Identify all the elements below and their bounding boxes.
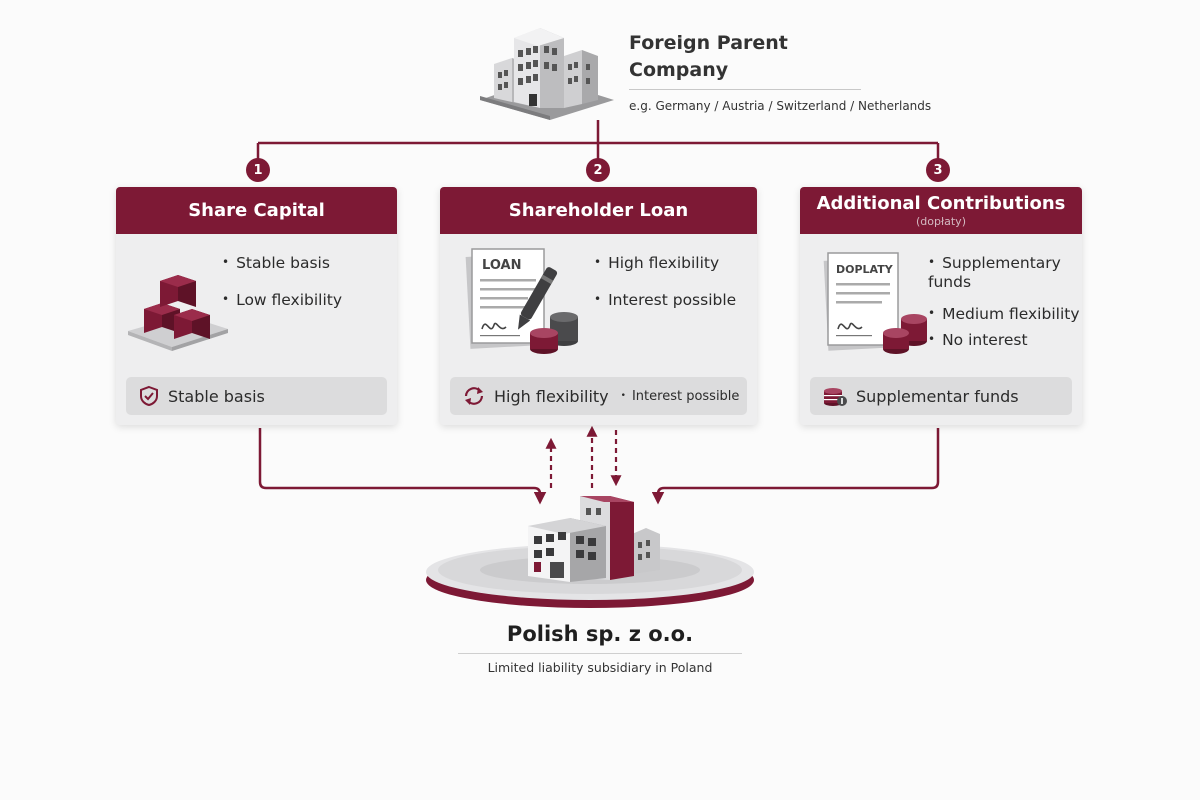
subsidiary-title: Polish sp. z o.o. — [506, 622, 694, 646]
document-label: DOPLATY — [836, 263, 894, 276]
shield-check-icon — [140, 385, 158, 407]
bullet-item: Stable basis — [222, 253, 342, 273]
card-title: Shareholder Loan — [508, 199, 689, 221]
card-bullet-list: Supplementary funds Medium flexibility N… — [928, 253, 1080, 350]
summary-pill: Supplementar funds — [810, 377, 1072, 415]
pill-label: Supplementar funds — [856, 386, 1019, 406]
card-header: Shareholder Loan — [440, 187, 757, 234]
card-share-capital: Share Capital Stable basis Low flexibili… — [116, 187, 397, 425]
subsidiary-description: Limited liability subsidiary in Poland — [487, 660, 713, 675]
pill-extra-label: Interest possible — [621, 389, 739, 404]
card-title: Additional Contributions — [816, 193, 1066, 214]
subsidiary-divider — [458, 653, 742, 654]
flow-arrow-share-capital — [258, 428, 547, 505]
card-header: Additional Contributions (dopłaty) — [800, 187, 1082, 234]
parent-building-icon — [480, 28, 614, 120]
flow-arrow-contributions — [651, 428, 940, 505]
share-blocks-icon — [128, 275, 228, 351]
step-badge-3: 3 — [926, 158, 950, 182]
step-badge-1: 1 — [246, 158, 270, 182]
parent-title-line-1: Foreign Parent — [629, 32, 788, 54]
cycle-arrows-icon — [464, 387, 484, 405]
pill-label: High flexibility — [494, 386, 609, 406]
step-badge-2: 2 — [586, 158, 610, 182]
pill-label: Stable basis — [168, 386, 265, 406]
card-shareholder-loan: Shareholder Loan LOAN High flexibility I… — [440, 187, 757, 425]
card-title: Share Capital — [188, 199, 325, 221]
summary-pill: Stable basis — [126, 377, 387, 415]
parent-divider — [629, 89, 861, 90]
parent-company-title: Foreign Parent Company — [629, 30, 869, 84]
document-label: LOAN — [482, 258, 521, 273]
bullet-item: Low flexibility — [222, 290, 342, 310]
summary-pill: High flexibility Interest possible — [450, 377, 747, 415]
loan-document-icon: LOAN — [465, 248, 578, 354]
card-header: Share Capital — [116, 187, 397, 234]
card-bullet-list: High flexibility Interest possible — [594, 253, 736, 310]
bullet-item: No interest — [928, 330, 1080, 350]
contributions-document-icon: DOPLATY — [823, 252, 927, 354]
bullet-item: Medium flexibility — [928, 304, 1079, 324]
card-subtitle: (dopłaty) — [916, 215, 966, 228]
parent-title-line-2: Company — [629, 59, 729, 81]
parent-example-countries: e.g. Germany / Austria / Switzerland / N… — [629, 99, 932, 113]
coin-stack-icon — [824, 388, 847, 406]
bullet-item: Supplementary funds — [928, 253, 1068, 292]
bullet-item: High flexibility — [594, 253, 736, 273]
bullet-item: Interest possible — [594, 290, 736, 310]
card-additional-contributions: Additional Contributions (dopłaty) DOPLA… — [800, 187, 1082, 425]
card-bullet-list: Stable basis Low flexibility — [222, 253, 342, 310]
subsidiary-building-icon — [426, 496, 754, 608]
